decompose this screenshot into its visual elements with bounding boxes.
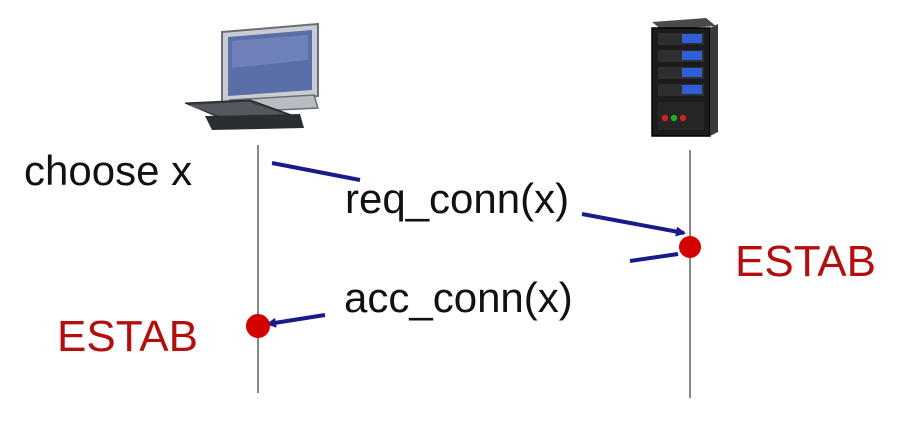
client-action-label: choose x xyxy=(24,147,193,194)
server-estab-dot xyxy=(679,236,701,258)
acc-conn-arrow-head xyxy=(266,313,326,328)
req-conn-arrow-head xyxy=(581,212,686,237)
req-conn-label: req_conn(x) xyxy=(345,175,570,222)
req-conn-arrow-tail xyxy=(271,161,361,182)
server-state-label: ESTAB xyxy=(735,237,877,286)
client-estab-dot xyxy=(246,314,270,338)
acc-conn-label: acc_conn(x) xyxy=(344,274,573,321)
client-state-label: ESTAB xyxy=(57,312,199,361)
desktop-computer-icon xyxy=(184,22,320,130)
acc-conn-arrow-tail xyxy=(629,252,679,263)
server-tower-icon xyxy=(651,18,718,137)
